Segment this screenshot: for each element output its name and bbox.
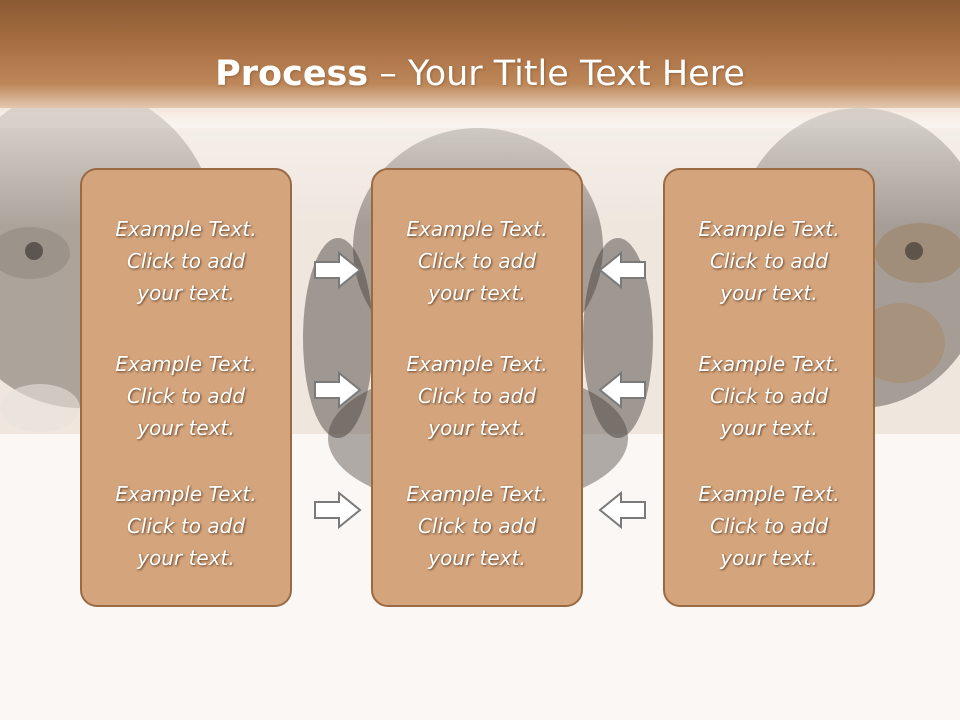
text-line: Click to add xyxy=(126,384,246,408)
text-line: your text. xyxy=(137,416,235,440)
text-placeholder[interactable]: Example Text. Click to add your text. xyxy=(82,213,290,309)
arrow-left-icon xyxy=(598,490,646,530)
arrow-right-icon xyxy=(314,370,362,410)
title-banner xyxy=(0,0,960,112)
text-line: Example Text. xyxy=(115,482,257,506)
text-line: Click to add xyxy=(417,384,537,408)
text-line: your text. xyxy=(137,546,235,570)
text-line: Example Text. xyxy=(698,217,840,241)
text-placeholder[interactable]: Example Text. Click to add your text. xyxy=(82,348,290,444)
arrow-left-icon xyxy=(598,250,646,290)
text-line: your text. xyxy=(137,281,235,305)
text-line: your text. xyxy=(428,281,526,305)
text-line: Click to add xyxy=(417,249,537,273)
text-line: your text. xyxy=(428,416,526,440)
text-line: Example Text. xyxy=(115,217,257,241)
text-placeholder[interactable]: Example Text. Click to add your text. xyxy=(665,478,873,574)
text-line: Click to add xyxy=(126,249,246,273)
left-column-box[interactable]: Example Text. Click to add your text. Ex… xyxy=(80,168,292,607)
text-placeholder[interactable]: Example Text. Click to add your text. xyxy=(373,348,581,444)
text-line: Click to add xyxy=(126,514,246,538)
text-line: your text. xyxy=(720,281,818,305)
slide-title[interactable]: Process – Your Title Text Here xyxy=(0,52,960,96)
text-line: your text. xyxy=(720,546,818,570)
text-line: Example Text. xyxy=(406,482,548,506)
title-rest: – Your Title Text Here xyxy=(368,54,745,94)
title-bold: Process xyxy=(215,54,369,94)
text-placeholder[interactable]: Example Text. Click to add your text. xyxy=(82,478,290,574)
text-line: Click to add xyxy=(709,514,829,538)
text-line: Example Text. xyxy=(115,352,257,376)
text-placeholder[interactable]: Example Text. Click to add your text. xyxy=(665,213,873,309)
text-line: your text. xyxy=(720,416,818,440)
text-placeholder[interactable]: Example Text. Click to add your text. xyxy=(373,213,581,309)
text-line: Click to add xyxy=(709,249,829,273)
arrow-right-icon xyxy=(314,250,362,290)
text-line: Example Text. xyxy=(698,482,840,506)
arrow-right-icon xyxy=(314,490,362,530)
right-column-box[interactable]: Example Text. Click to add your text. Ex… xyxy=(663,168,875,607)
center-column-box[interactable]: Example Text. Click to add your text. Ex… xyxy=(371,168,583,607)
text-line: Click to add xyxy=(709,384,829,408)
arrow-left-icon xyxy=(598,370,646,410)
text-placeholder[interactable]: Example Text. Click to add your text. xyxy=(373,478,581,574)
text-line: Example Text. xyxy=(698,352,840,376)
text-line: Click to add xyxy=(417,514,537,538)
text-line: Example Text. xyxy=(406,352,548,376)
text-placeholder[interactable]: Example Text. Click to add your text. xyxy=(665,348,873,444)
text-line: your text. xyxy=(428,546,526,570)
text-line: Example Text. xyxy=(406,217,548,241)
